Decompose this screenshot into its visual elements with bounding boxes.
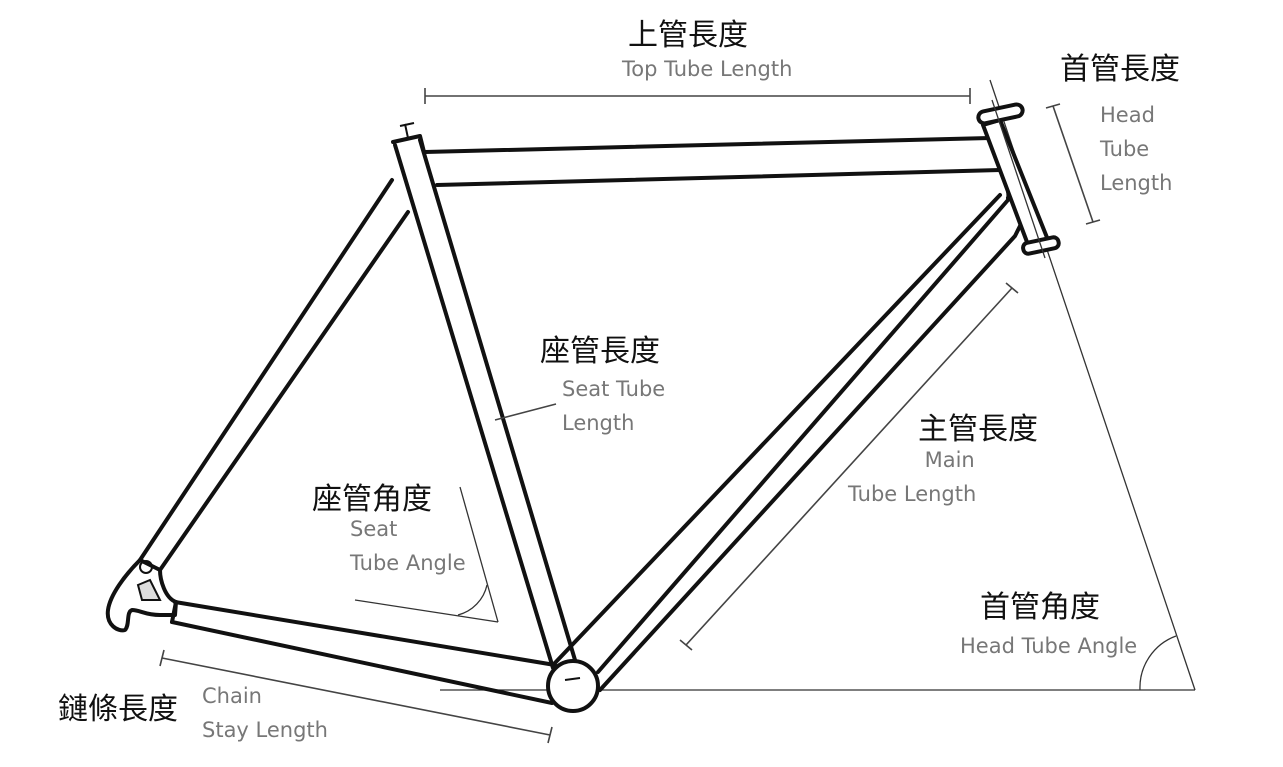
seat-angle-label-en: Seat Tube Angle [350,512,466,580]
top-tube-label-en: Top Tube Length [622,57,793,81]
head-tube [976,99,1061,259]
label-line: Tube Length [848,482,977,506]
label-line: Length [562,411,635,435]
chain-stay-dimension [159,649,553,744]
head-tube-dimension [1045,103,1101,225]
main-tube-label-en: Main Tube Length [848,443,976,511]
label-line: Length [1100,171,1173,195]
head-angle-label-zh: 首管角度 [980,590,1100,625]
label-line: Seat Tube [562,377,666,401]
chain-stay-label-en: Chain Stay Length [202,679,328,747]
label-line: Tube [1100,137,1150,161]
seat-stay [138,178,410,572]
label-line: Stay Length [202,718,328,742]
seat-tube-label-en: Seat Tube Length [562,372,665,440]
main-tube-label-zh: 主管長度 [918,412,1038,447]
head-tube-label-en: Head Tube Length [1100,98,1172,200]
label-line: Head [1100,103,1155,127]
top-tube-dimension [424,88,971,104]
label-line: Seat [350,517,398,541]
top-tube [423,136,1004,187]
label-line: Chain [202,684,262,708]
seat-tube [391,122,577,670]
bottom-bracket [546,659,600,713]
label-line: Tube Angle [350,551,466,575]
main-tube-dimension [679,282,1019,651]
chain-stay-label-zh: 鏈條長度 [58,692,178,727]
seat-angle-label-zh: 座管角度 [312,482,432,517]
rear-dropout [105,558,178,633]
seat-tube-label-zh: 座管長度 [540,334,660,369]
seat-tube-leader [494,403,557,421]
head-angle-arc [1139,635,1177,691]
head-angle-label-en: Head Tube Angle [960,634,1138,658]
top-tube-label-zh: 上管長度 [628,18,748,53]
head-tube-label-zh: 首管長度 [1060,52,1180,87]
label-line: Main [924,448,975,472]
seat-angle-marker [354,486,499,623]
